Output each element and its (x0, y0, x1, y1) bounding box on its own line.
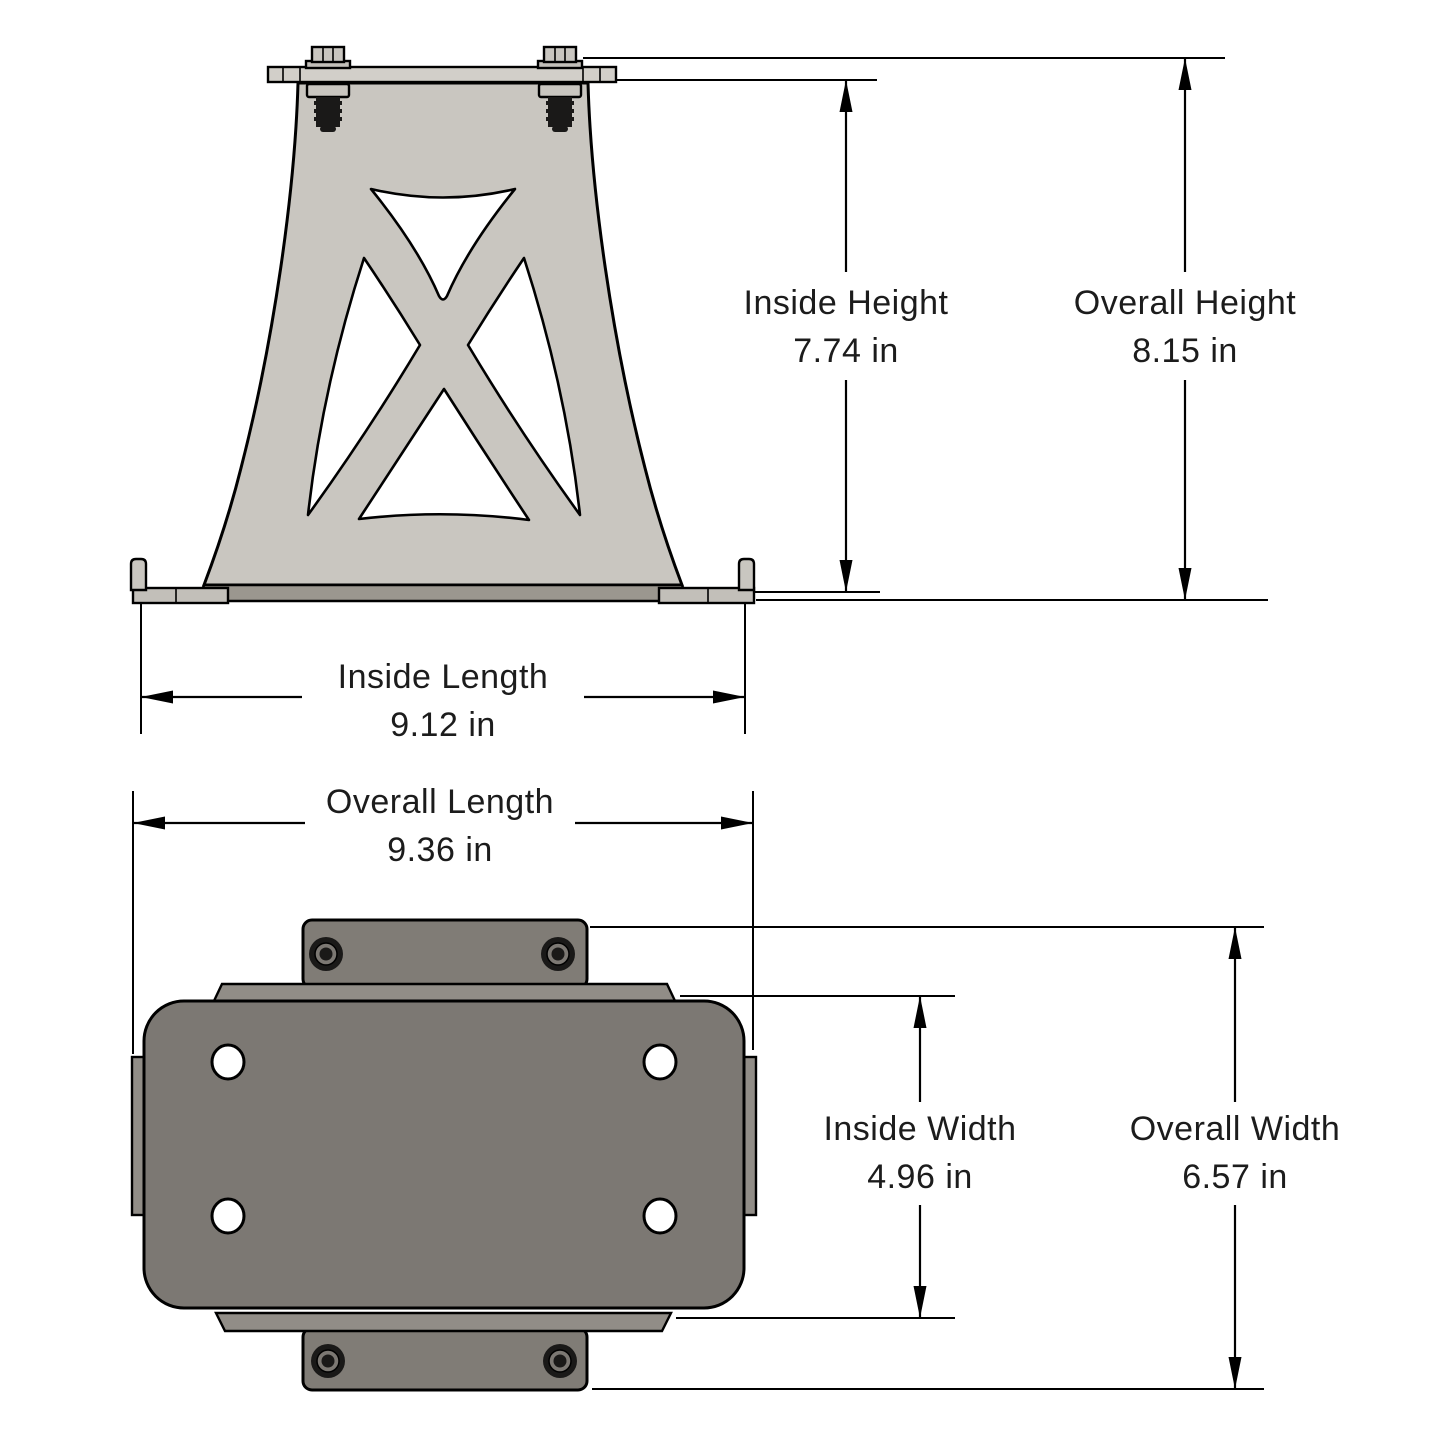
hex-nut (310, 45, 346, 64)
bolt-right (536, 45, 584, 132)
dim-inside-height-label: Inside Height (744, 284, 949, 322)
hex-nut (542, 45, 578, 64)
top-mounting-plate (266, 65, 618, 84)
arrowhead-left (141, 690, 173, 704)
dimension-inside-height: Inside Height 7.74 in (617, 79, 949, 593)
arrowhead-up (1178, 58, 1192, 90)
cutout-top-triangle (369, 187, 517, 301)
dim-inside-length-label: Inside Length (338, 658, 549, 696)
hole-bottom-right (642, 1197, 678, 1235)
cutout-right-triangle (466, 256, 582, 517)
hole-top-left (210, 1043, 246, 1081)
dim-overall-length-label: Overall Length (326, 783, 554, 821)
top-view (130, 918, 758, 1392)
bracket-bottom-band (198, 583, 688, 603)
arrowhead-down (913, 1286, 927, 1318)
arrowhead-right (721, 816, 753, 830)
hole-top-right (642, 1043, 678, 1081)
flange-strip-bottom (214, 1311, 673, 1333)
base-plate (142, 999, 746, 1310)
dim-inside-width-label: Inside Width (823, 1110, 1016, 1148)
arrowhead-up (913, 996, 927, 1028)
dim-overall-height-value: 8.15 in (1132, 332, 1238, 370)
dimension-overall-height: Overall Height 8.15 in (583, 57, 1296, 601)
cutout-bottom-triangle (357, 387, 531, 522)
washer-bottom (537, 82, 583, 99)
flange-lip (737, 557, 756, 592)
arrowhead-left (133, 816, 165, 830)
dim-inside-length-value: 9.12 in (390, 706, 496, 744)
dimension-inside-length: Inside Length 9.12 in (140, 603, 746, 744)
threaded-stud (314, 97, 342, 132)
dim-overall-width-value: 6.57 in (1182, 1158, 1288, 1196)
dimension-overall-length: Overall Length 9.36 in (132, 783, 754, 1054)
base-flange-right (657, 557, 756, 605)
front-view (129, 45, 756, 605)
dimension-overall-width: Overall Width 6.57 in (590, 926, 1341, 1390)
dim-overall-height-label: Overall Height (1074, 284, 1296, 322)
dim-overall-length-value: 9.36 in (387, 831, 493, 869)
dim-inside-width-value: 4.96 in (867, 1158, 973, 1196)
screw-bottom-left (311, 1344, 345, 1378)
washer-bottom (305, 82, 351, 99)
screw-bottom-right (543, 1344, 577, 1378)
mounting-holes (210, 1043, 678, 1235)
arrowhead-up (839, 80, 853, 112)
screw-top-right (541, 937, 575, 971)
cutout-left-triangle (306, 256, 422, 517)
arrowhead-up (1228, 927, 1242, 959)
hole-bottom-left (210, 1197, 246, 1235)
screw-top-left (309, 937, 343, 971)
arrowhead-down (839, 560, 853, 592)
flange-strip (657, 586, 756, 605)
dim-overall-width-label: Overall Width (1130, 1110, 1341, 1148)
base-flange-left (129, 557, 230, 605)
arrowhead-right (713, 690, 745, 704)
x-brace-cutouts (306, 187, 582, 522)
flange-strip (131, 586, 230, 605)
dim-inside-height-value: 7.74 in (793, 332, 899, 370)
dimension-inside-width: Inside Width 4.96 in (676, 995, 1016, 1319)
threaded-stud (546, 97, 574, 132)
bolt-left (304, 45, 352, 132)
plate-seams (282, 67, 601, 82)
arrowhead-down (1178, 568, 1192, 600)
flange-lip (129, 557, 148, 592)
arrowhead-down (1228, 1357, 1242, 1389)
